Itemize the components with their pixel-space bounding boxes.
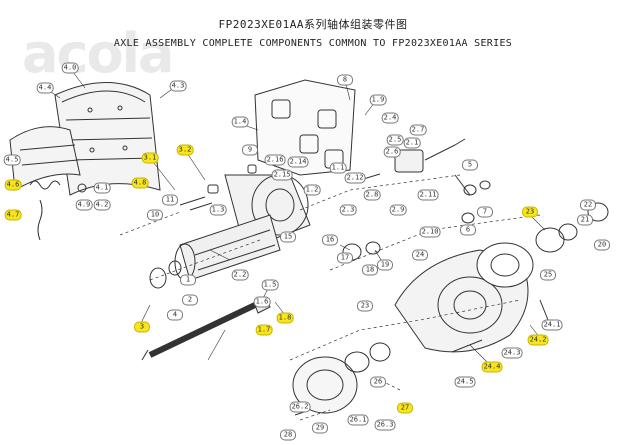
callout-label: 26.1 xyxy=(347,414,369,426)
callout-label: 29 xyxy=(312,422,328,434)
callout-label: 2.2 xyxy=(231,269,249,281)
brake-spider-bracket xyxy=(254,79,356,176)
callout-label: 2.9 xyxy=(389,204,407,216)
callout-label: 17 xyxy=(337,252,353,264)
callout-label: 2.16 xyxy=(264,154,286,166)
callout-label: 6 xyxy=(460,224,476,236)
callout-label: 7 xyxy=(477,206,493,218)
callout-label: 4 xyxy=(167,309,183,321)
axle-spindle xyxy=(174,214,281,281)
callout-label: 23 xyxy=(357,300,373,312)
diagram-title-en: AXLE ASSEMBLY COMPLETE COMPONENTS COMMON… xyxy=(113,38,513,49)
callout-label: 2 xyxy=(182,294,198,306)
callout-label: 21 xyxy=(577,214,593,226)
callout-label: 28 xyxy=(280,429,296,441)
callout-label: 22 xyxy=(580,199,596,211)
callout-label: 19 xyxy=(377,259,393,271)
callout-label: 2.6 xyxy=(383,146,401,158)
callout-label: 1.7 xyxy=(255,324,273,336)
callout-label: 24.5 xyxy=(454,376,476,388)
callout-label: 26.2 xyxy=(289,401,311,413)
callout-label: 2.5 xyxy=(386,134,404,146)
callout-label: 24.3 xyxy=(501,347,523,359)
callout-label: 4.9 xyxy=(75,199,93,211)
callout-label: 15 xyxy=(280,231,296,243)
callout-label: 24.1 xyxy=(541,319,563,331)
callout-label: 2.15 xyxy=(271,169,293,181)
callout-label: 2.14 xyxy=(287,156,309,168)
callout-label: 24.4 xyxy=(481,361,503,373)
callout-label: 2.3 xyxy=(339,204,357,216)
callout-label: 2.8 xyxy=(363,189,381,201)
diagram-title-cn: FP2023XE01AA系列轴体组装零件图 xyxy=(218,18,408,31)
callout-label: 26 xyxy=(370,376,386,388)
callout-label: 18 xyxy=(362,264,378,276)
brake-shoe xyxy=(9,82,161,196)
callout-label: 4.0 xyxy=(61,62,79,74)
watermark-logo: acola xyxy=(22,22,174,85)
callout-label: 4.2 xyxy=(93,199,111,211)
callout-label: 8 xyxy=(337,74,353,86)
callout-label: 2.12 xyxy=(344,172,366,184)
callout-label: 3.2 xyxy=(176,144,194,156)
callout-label: 1.3 xyxy=(209,204,227,216)
callout-label: 4.3 xyxy=(169,80,187,92)
callout-label: 2.4 xyxy=(381,112,399,124)
callout-label: 11 xyxy=(162,194,178,206)
callout-label: 25 xyxy=(540,269,556,281)
callout-label: 24 xyxy=(412,249,428,261)
callout-leaders xyxy=(44,67,546,366)
callout-label: 1 xyxy=(180,274,196,286)
callout-label: 10 xyxy=(147,209,163,221)
callout-label: 2.7 xyxy=(409,124,427,136)
slack-adjuster xyxy=(394,138,471,196)
callout-label: 4.5 xyxy=(3,154,21,166)
callout-label: 27 xyxy=(397,402,413,414)
callout-label: 2.10 xyxy=(419,226,441,238)
callout-label: 4.7 xyxy=(4,209,22,221)
brake-drum-housing xyxy=(394,242,534,353)
callout-label: 2.1 xyxy=(403,137,421,149)
dust-cover xyxy=(292,356,358,414)
callout-label: 4.1 xyxy=(93,182,111,194)
camshaft xyxy=(141,298,271,361)
callout-label: 1.5 xyxy=(261,279,279,291)
callout-label: 3.1 xyxy=(141,152,159,164)
callout-label: 4.8 xyxy=(131,177,149,189)
callout-label: 16 xyxy=(322,234,338,246)
callout-label: 26.3 xyxy=(374,419,396,431)
callout-label: 20 xyxy=(594,239,610,251)
bolts-and-studs xyxy=(179,164,549,416)
callout-label: 5 xyxy=(462,159,478,171)
callout-label: 4.6 xyxy=(4,179,22,191)
callout-label: 23 xyxy=(522,206,538,218)
callout-label: 1.1 xyxy=(329,162,347,174)
callout-label: 1.4 xyxy=(231,116,249,128)
callout-label: 2.11 xyxy=(417,189,439,201)
callout-label: 1.9 xyxy=(369,94,387,106)
callout-label: 1.6 xyxy=(253,296,271,308)
callout-label: 9 xyxy=(242,144,258,156)
callout-label: 1.2 xyxy=(303,184,321,196)
callout-label: 1.8 xyxy=(276,312,294,324)
callout-label: 4.4 xyxy=(36,82,54,94)
callout-label: 24.2 xyxy=(527,334,549,346)
callout-label: 3 xyxy=(134,321,150,333)
